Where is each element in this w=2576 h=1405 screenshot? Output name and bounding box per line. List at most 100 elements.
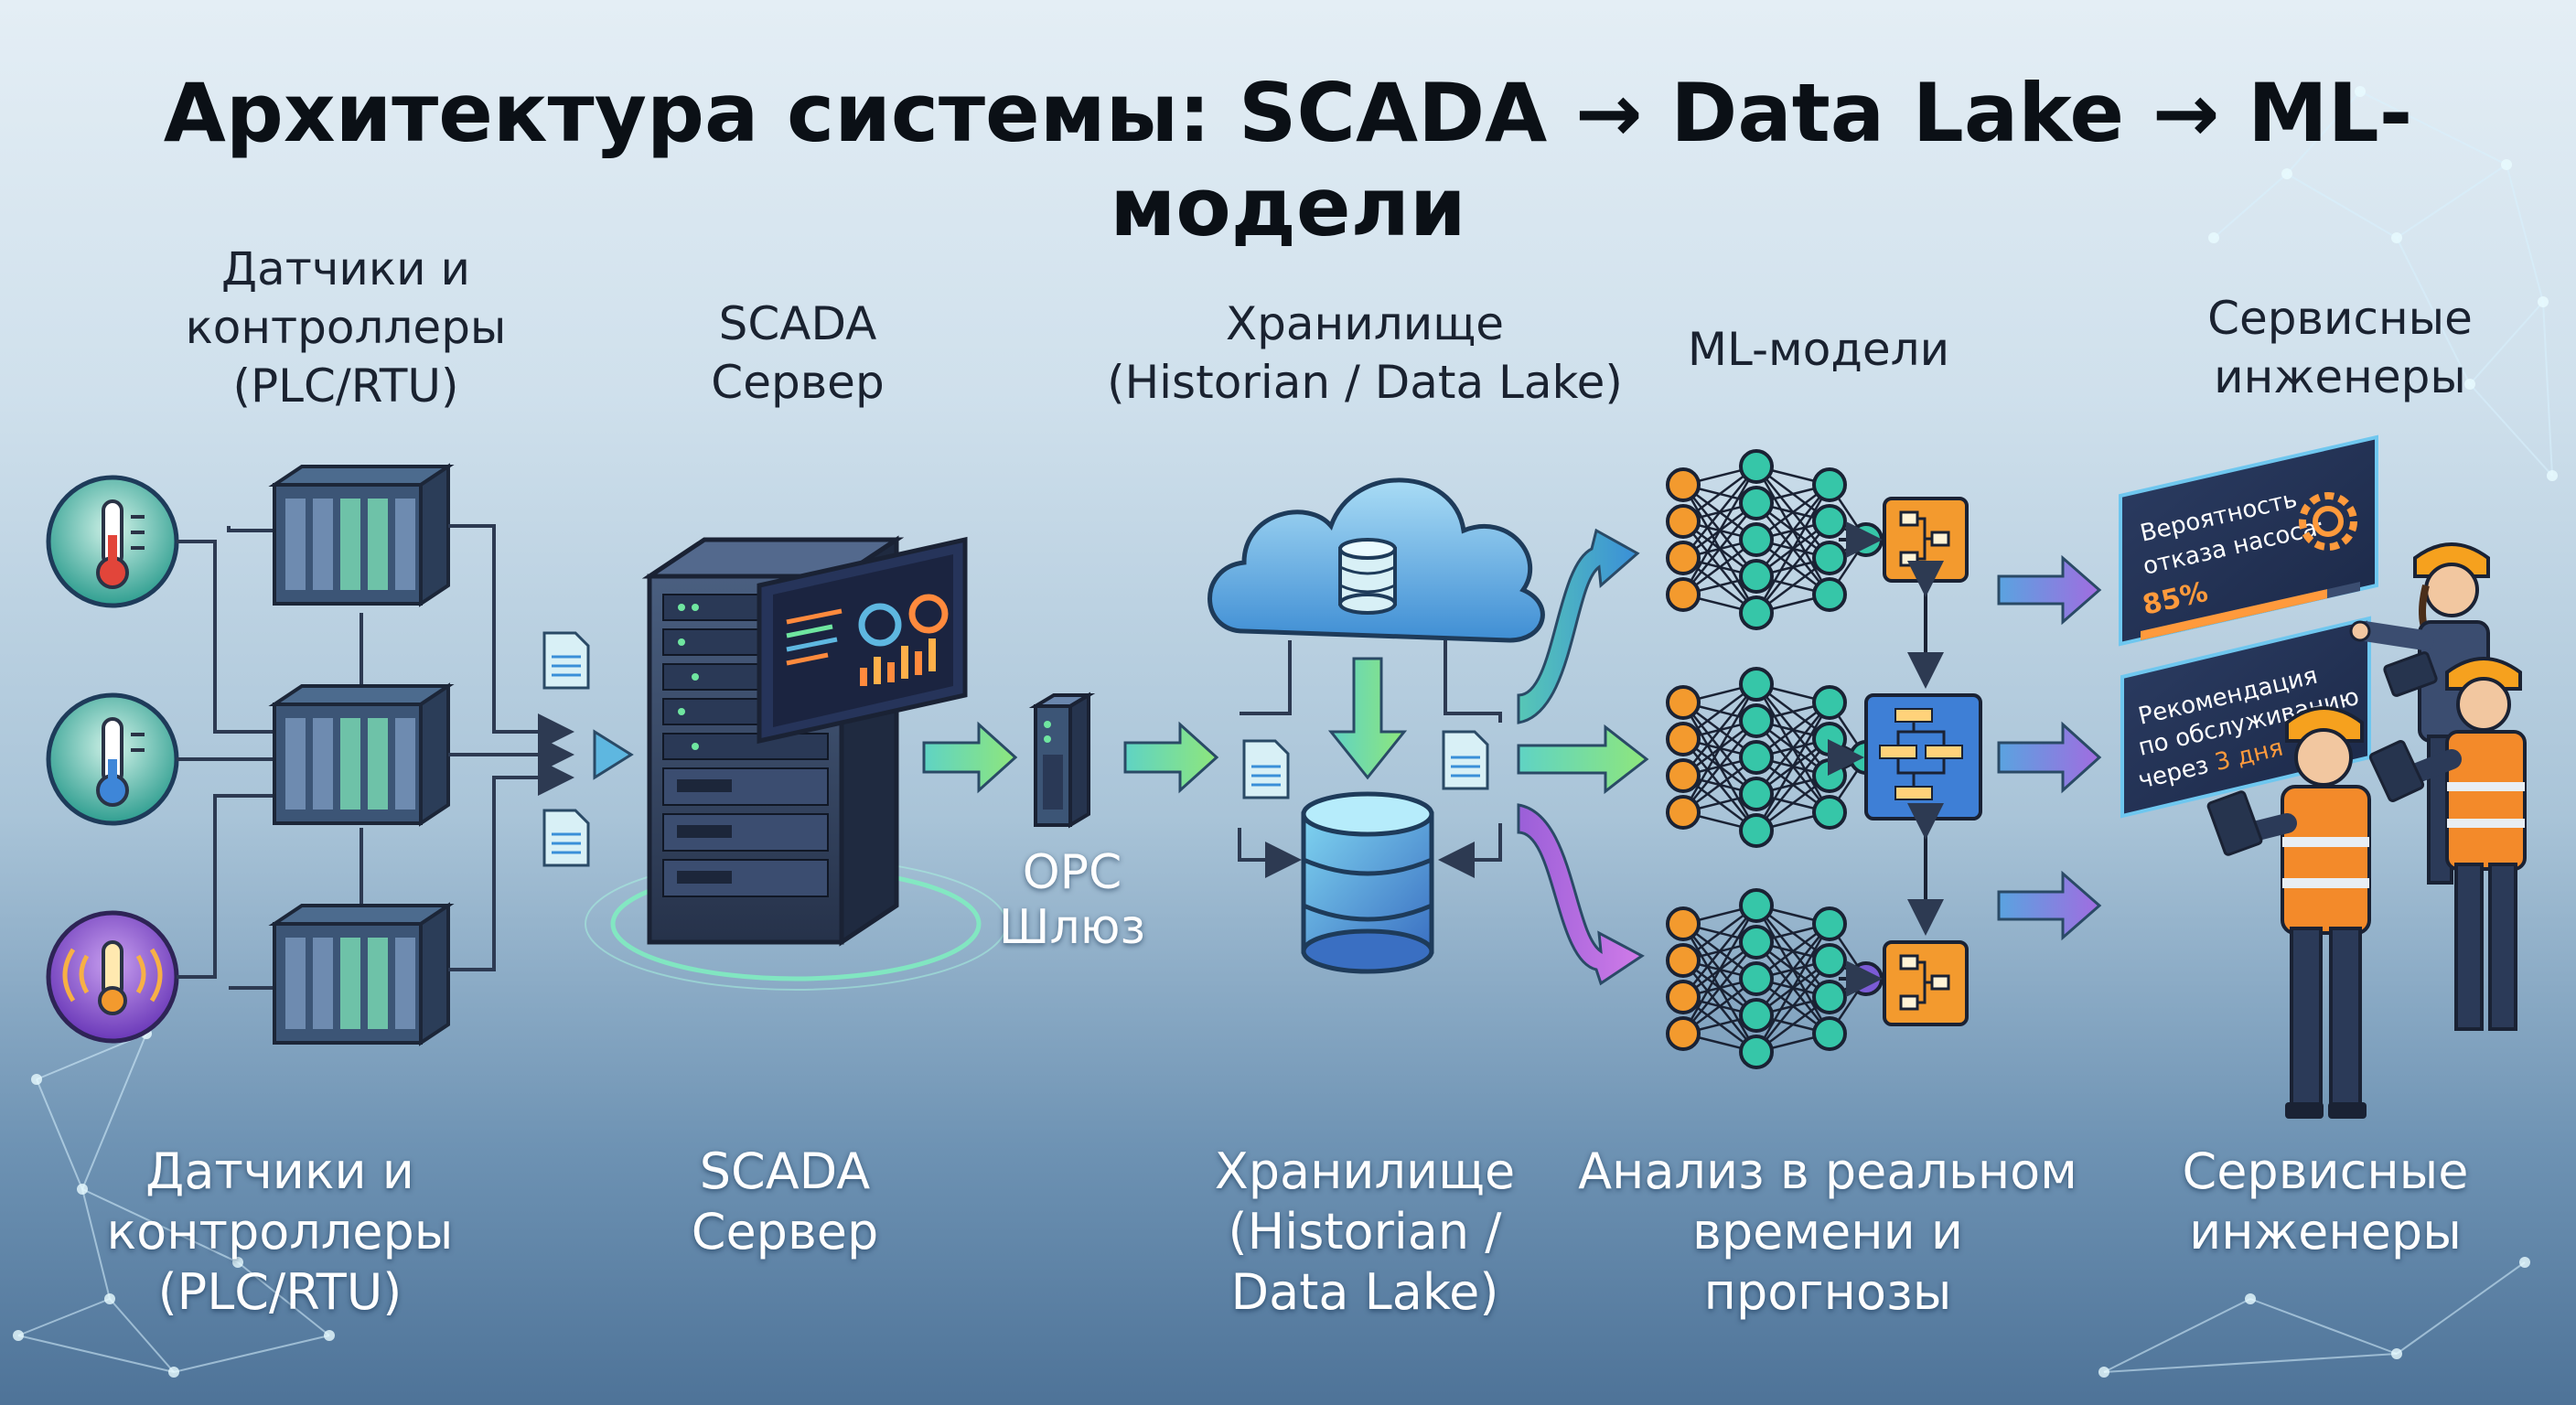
- nn-edge: [1755, 520, 1830, 614]
- nn-node: [1739, 925, 1774, 960]
- background-network-node: [2098, 1367, 2109, 1378]
- top-label-sensors: Датчики и контроллеры (PLC/RTU): [186, 240, 507, 415]
- nn-node: [1739, 998, 1774, 1033]
- background-network-line: [2469, 301, 2544, 385]
- background-network-node: [104, 1293, 115, 1304]
- cloud-icon: [1208, 477, 1545, 643]
- nn-edge: [1755, 702, 1830, 795]
- background-network-line: [2469, 383, 2553, 477]
- arrow-storage-to-ml-middle: [1517, 724, 1649, 795]
- nn-node: [1739, 740, 1774, 775]
- background-network-node: [2355, 86, 2366, 97]
- top-label-scada: SCADA Сервер: [711, 295, 884, 412]
- nn-node: [1812, 906, 1847, 941]
- decision-flow-box-middle-icon: [1864, 693, 1982, 820]
- background-network-node: [2391, 1348, 2402, 1359]
- nn-node: [1739, 777, 1774, 811]
- nn-node: [1812, 1016, 1847, 1051]
- top-label-storage-line1: Хранилище: [1225, 297, 1505, 350]
- plc-rack-bottom-icon: [268, 902, 455, 1046]
- background-network-node: [2281, 168, 2292, 179]
- top-label-sensors-line2: контроллеры: [185, 301, 507, 354]
- arrow-scada-to-gateway: [922, 721, 1018, 794]
- nn-node: [1812, 685, 1847, 720]
- bottom-label-sensors-line3: (PLC/RTU): [157, 1263, 402, 1321]
- nn-node: [1739, 703, 1774, 738]
- nn-edge: [1755, 923, 1830, 1016]
- decision-tree-box-bottom-icon: [1883, 940, 1969, 1026]
- nn-node: [1739, 486, 1774, 520]
- engineer-male-front-icon: [2206, 706, 2371, 1119]
- bottom-label-ml-line2: времени и: [1692, 1203, 1963, 1260]
- nn-node: [1812, 577, 1847, 612]
- scada-monitor-screen: [757, 536, 968, 745]
- top-label-engineers-line2: инженеры: [2214, 350, 2466, 403]
- arrow-ml-to-engineers-middle: [1997, 721, 2102, 794]
- background-network-line: [2359, 91, 2507, 166]
- nn-node: [1666, 906, 1701, 941]
- ml-interconnect-arrows: [1828, 521, 1944, 997]
- background-network-node: [2245, 1293, 2256, 1304]
- background-network-line: [2249, 1298, 2398, 1355]
- background-network-line: [2396, 237, 2471, 385]
- failure-probability-panel: Вероятность отказа насоса: 85%: [2119, 434, 2378, 647]
- nn-node: [1812, 541, 1847, 575]
- background-network-line: [2103, 1353, 2398, 1373]
- nn-node: [1812, 980, 1847, 1014]
- background-network-node: [168, 1367, 179, 1378]
- nn-node: [1739, 813, 1774, 848]
- background-network-node: [2391, 232, 2402, 243]
- nn-node: [1739, 888, 1774, 923]
- bottom-label-sensors-line1: Датчики и: [145, 1142, 414, 1200]
- background-network-line: [2506, 164, 2544, 303]
- sensor-vibration-icon: [46, 910, 179, 1044]
- bottom-label-storage-line1: Хранилище: [1214, 1142, 1516, 1200]
- arrow-storage-to-ml-bottom: [1517, 803, 1645, 986]
- background-network-line: [81, 1188, 111, 1300]
- nn-edge: [1682, 905, 1757, 998]
- gateway-label-line2: Шлюз: [998, 900, 1146, 955]
- background-network-line: [81, 1033, 147, 1190]
- data-lake-database-icon: [1301, 791, 1434, 974]
- background-network-line: [2396, 164, 2507, 239]
- nn-node: [1739, 1035, 1774, 1069]
- nn-edge: [1755, 484, 1830, 577]
- arrow-storage-to-ml-top: [1517, 528, 1640, 724]
- background-network-node: [2519, 1257, 2530, 1268]
- background-network-line: [109, 1298, 175, 1373]
- nn-node: [1666, 758, 1701, 793]
- background-network-line: [2103, 1298, 2251, 1373]
- nn-node: [1739, 559, 1774, 594]
- sensor-thermometer-blue-icon: [46, 692, 179, 826]
- arrow-gateway-to-storage: [1123, 721, 1219, 794]
- top-label-engineers: Сервисные инженеры: [2207, 289, 2473, 406]
- bottom-label-scada-line1: SCADA: [699, 1142, 871, 1200]
- background-network-line: [2396, 1261, 2526, 1355]
- nn-node: [1812, 795, 1847, 830]
- background-network-node: [77, 1184, 88, 1195]
- nn-edge: [1682, 683, 1757, 777]
- arrow-ml-to-engineers-top: [1997, 554, 2102, 626]
- arrow-ml-to-engineers-bottom: [1997, 870, 2102, 941]
- gateway-label: OPC Шлюз: [999, 845, 1145, 955]
- nn-node: [1666, 1016, 1701, 1051]
- background-network-line: [17, 1298, 111, 1336]
- top-label-ml-line1: ML-модели: [1687, 323, 1950, 376]
- panel1-progress-fill: [2141, 589, 2327, 640]
- background-network-node: [2464, 379, 2475, 390]
- nn-node: [1739, 667, 1774, 702]
- top-label-ml: ML-модели: [1688, 320, 1949, 379]
- plc-rack-middle-icon: [268, 682, 455, 827]
- top-label-scada-line1: SCADA: [718, 297, 877, 350]
- top-label-sensors-line1: Датчики и: [221, 242, 470, 295]
- nn-edge: [1681, 905, 1758, 1035]
- bottom-label-sensors-line2: контроллеры: [106, 1203, 454, 1260]
- nn-node: [1812, 722, 1847, 756]
- background-network-node: [324, 1330, 335, 1341]
- background-network-node: [232, 1257, 243, 1268]
- top-label-sensors-line3: (PLC/RTU): [232, 359, 459, 413]
- data-document-icon: [542, 631, 590, 690]
- top-label-storage-line2: (Historian / Data Lake): [1107, 356, 1623, 409]
- data-document-icon: [1242, 739, 1290, 799]
- nn-node: [1739, 449, 1774, 484]
